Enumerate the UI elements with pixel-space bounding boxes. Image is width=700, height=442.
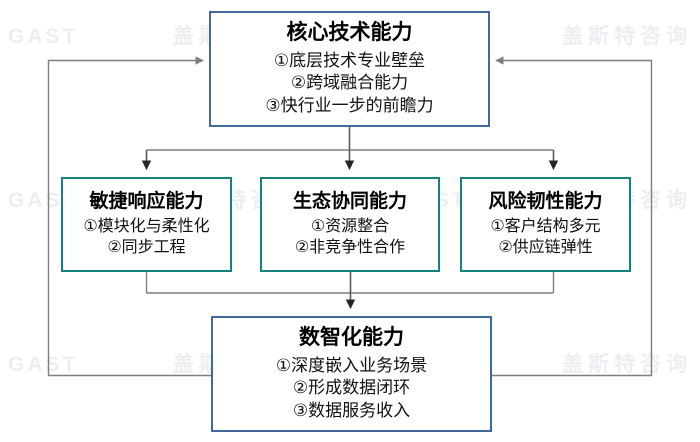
node-core-item: ②跨域融合能力	[290, 73, 409, 93]
node-ecosystem-item: ①资源整合	[310, 217, 390, 235]
node-digital-item: ①深度嵌入业务场景	[275, 355, 428, 375]
node-core-capability[interactable]: 核心技术能力 ①底层技术专业壁垒 ②跨域融合能力 ③快行业一步的前瞻力	[209, 11, 490, 127]
watermark-latin: GAST	[8, 353, 79, 376]
node-digital-item: ②形成数据闭环	[292, 378, 411, 398]
node-agile-title: 敏捷响应能力	[89, 190, 204, 212]
node-core-title: 核心技术能力	[286, 20, 413, 44]
node-ecosystem-item: ②非竞争性合作	[294, 238, 406, 256]
node-digital-list: ①深度嵌入业务场景 ②形成数据闭环 ③数据服务收入	[276, 355, 427, 422]
node-core-item: ①底层技术专业壁垒	[273, 50, 426, 70]
connector-core-to-middle	[141, 127, 559, 170]
watermark-cjk: 盖斯特咨询	[562, 25, 692, 48]
node-core-item: ③快行业一步的前瞻力	[265, 95, 434, 115]
node-ecosystem-list: ①资源整合 ②非竞争性合作	[295, 216, 405, 258]
node-risk-item: ①客户结构多元	[490, 217, 601, 235]
node-risk-title: 风险韧性能力	[488, 190, 603, 212]
node-digital-item: ③数据服务收入	[292, 400, 411, 420]
node-ecosystem-title: 生态协同能力	[292, 190, 407, 212]
node-core-list: ①底层技术专业壁垒 ②跨域融合能力 ③快行业一步的前瞻力	[265, 50, 433, 117]
node-risk-capability[interactable]: 风险韧性能力 ①客户结构多元 ②供应链弹性	[460, 177, 631, 272]
node-agile-item: ①模块化与柔性化	[83, 217, 210, 235]
node-digital-capability[interactable]: 数智化能力 ①深度嵌入业务场景 ②形成数据闭环 ③数据服务收入	[211, 316, 492, 432]
watermark-latin: GAST	[8, 25, 79, 48]
node-agile-list: ①模块化与柔性化 ②同步工程	[83, 216, 209, 258]
node-agile-capability[interactable]: 敏捷响应能力 ①模块化与柔性化 ②同步工程	[61, 177, 232, 272]
node-ecosystem-capability[interactable]: 生态协同能力 ①资源整合 ②非竞争性合作	[260, 177, 440, 272]
node-risk-list: ①客户结构多元 ②供应链弹性	[490, 216, 600, 258]
watermark-cjk: 盖斯特咨询	[562, 353, 692, 376]
node-digital-title: 数智化能力	[299, 325, 404, 349]
node-agile-item: ②同步工程	[107, 238, 186, 256]
connector-middle-to-digital	[145, 272, 555, 309]
node-risk-item: ②供应链弹性	[498, 238, 593, 256]
